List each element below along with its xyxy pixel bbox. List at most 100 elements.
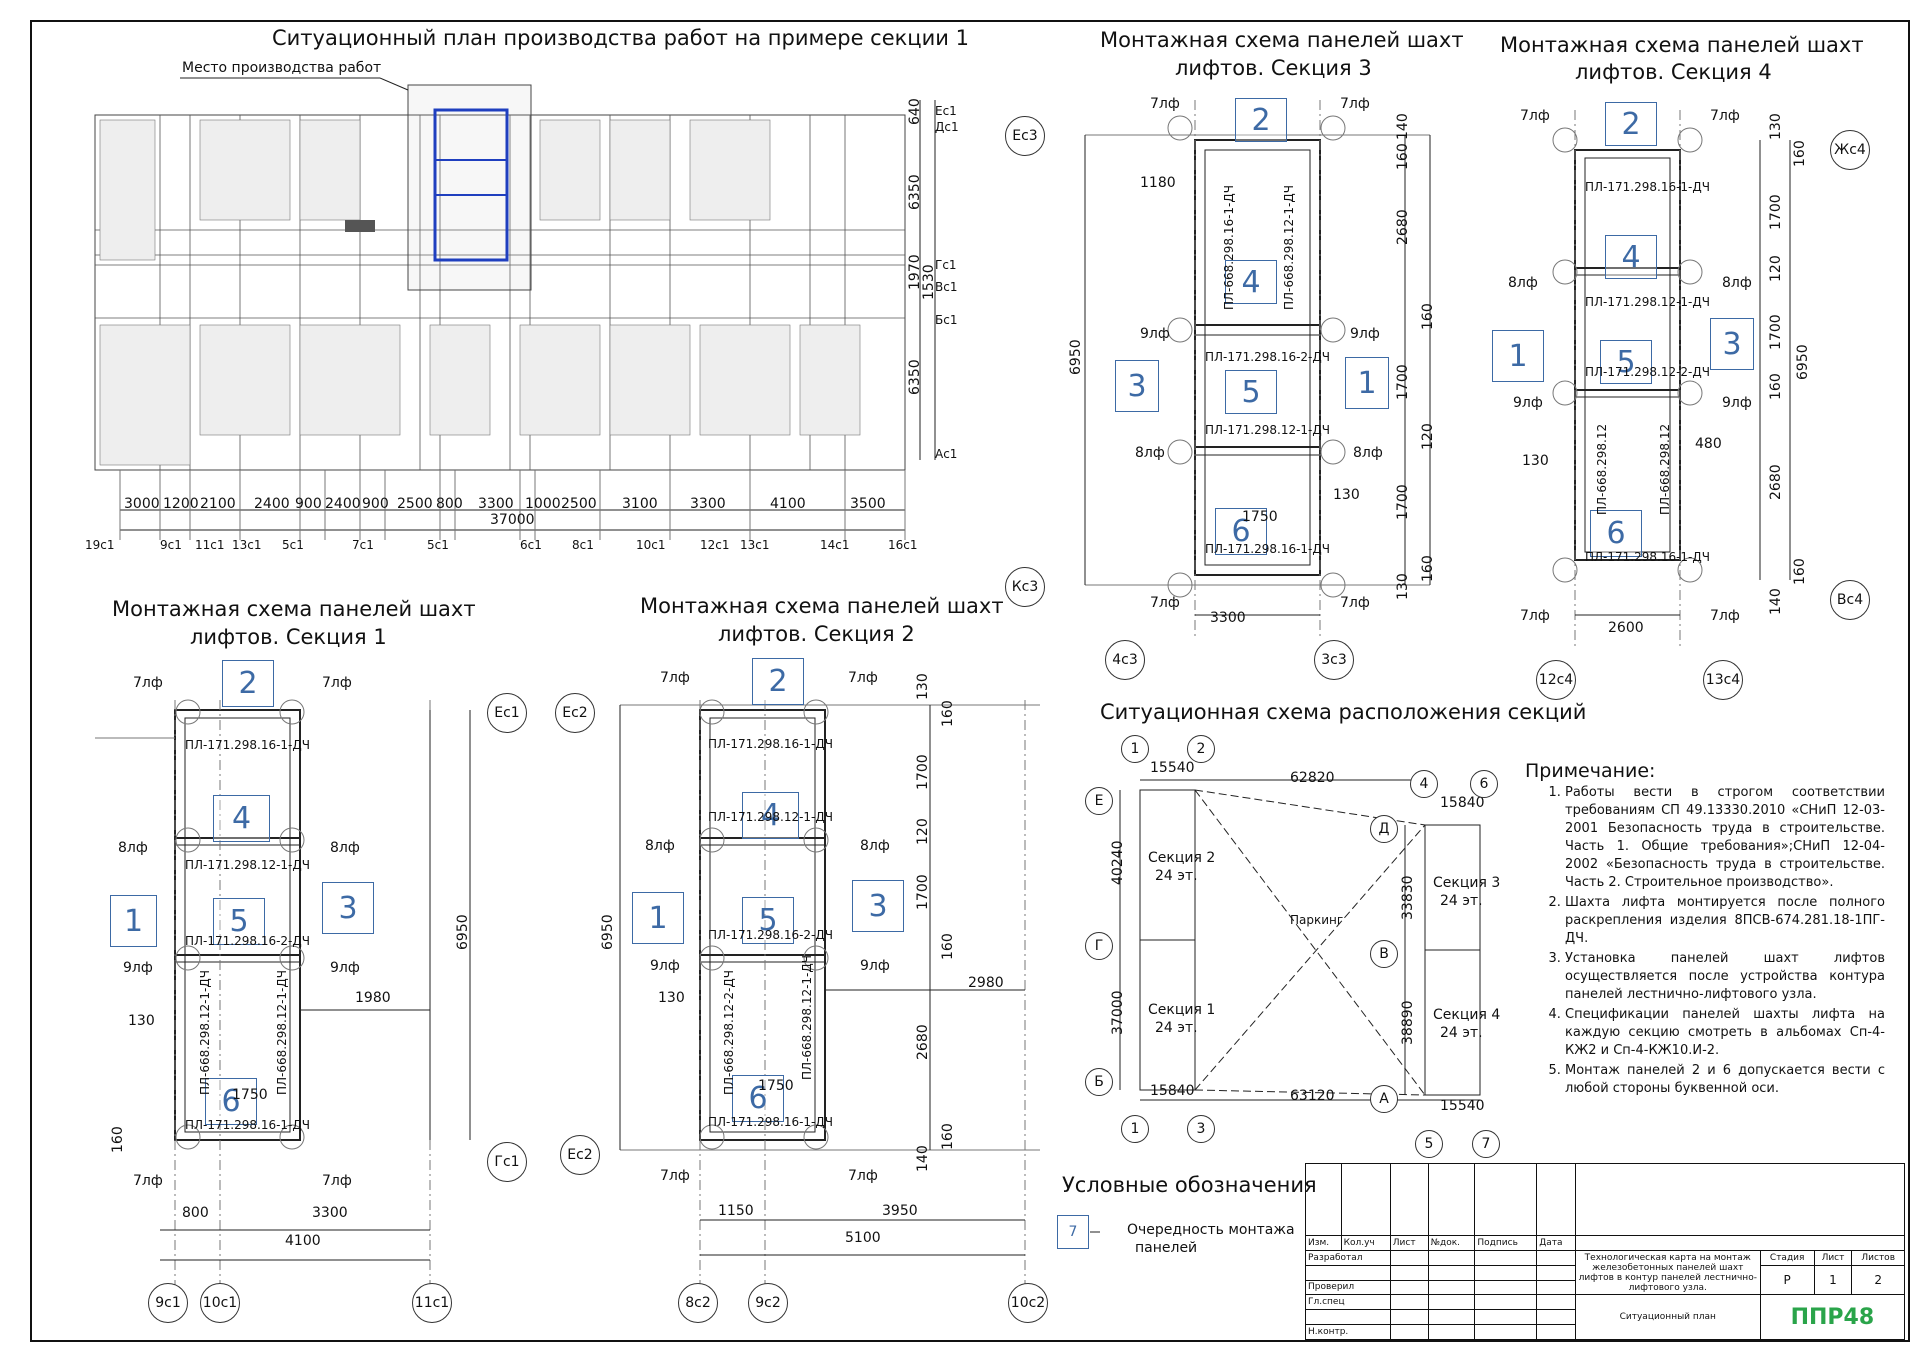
axis-marker-13s4: 13с4 (1703, 660, 1743, 700)
panel-label: ПЛ-171.298.12-1-ДЧ (1585, 295, 1710, 309)
layout-axis: Б (1085, 1068, 1113, 1096)
layout-axis: В (1370, 940, 1398, 968)
axis-marker-9s1: 9с1 (148, 1283, 188, 1323)
panel-label: ПЛ-171.298.16-1-ДЧ (185, 1118, 310, 1132)
dim: 15840 (1440, 795, 1485, 811)
lf-label: 7лф (1150, 96, 1180, 112)
lf-label: 9лф (1350, 326, 1380, 342)
lf-label: 8лф (645, 838, 675, 854)
plan-dim: 2400 (254, 496, 290, 512)
layout-axis: А (1370, 1085, 1398, 1113)
layout-axis: 5 (1415, 1130, 1443, 1158)
dim: 160 (940, 700, 956, 727)
plan-dim: 3300 (478, 496, 514, 512)
plan-dim: 800 (436, 496, 463, 512)
axis-marker-es2: Ес2 (560, 1135, 600, 1175)
plan-axis: 14с1 (820, 538, 850, 552)
panel-label-vertical: ПЛ-668.298.12-1-ДЧ (1282, 185, 1296, 310)
plan-axis: 6с1 (520, 538, 542, 552)
lf-label: 7лф (322, 1173, 352, 1189)
dim: 160 (1395, 143, 1411, 170)
stamp-doc-title: Технологическая карта на монтаж железобе… (1574, 1249, 1761, 1296)
dim: 160 (1420, 303, 1436, 330)
section1-shaft (95, 699, 471, 1290)
panel-label: ПЛ-171.298.16-1-ДЧ (185, 738, 310, 752)
plan-dim: 900 (295, 496, 322, 512)
section2-title-line2: лифтов. Секция 2 (718, 622, 915, 646)
dim: 1750 (232, 1087, 268, 1103)
stamp-col: Кол.уч (1340, 1235, 1391, 1251)
note-item: Монтаж панелей 2 и 6 допускается вести с… (1565, 1062, 1885, 1098)
plan-axis: 13с1 (232, 538, 262, 552)
lf-label: 7лф (1710, 108, 1740, 124)
panel-label-vertical: ПЛ-668.298.16-1-ДЧ (1222, 185, 1236, 310)
section1-floors: 24 эт. (1155, 1020, 1198, 1036)
plan-total-dim: 37000 (490, 512, 535, 528)
plan-axis: 12с1 (700, 538, 730, 552)
lf-label: 7лф (322, 675, 352, 691)
panel-label-vertical: ПЛ-668.298.12 (1595, 423, 1609, 515)
plan-axis-letter: Вс1 (935, 280, 958, 294)
layout-axis: 3 (1187, 1115, 1215, 1143)
dim: 120 (915, 818, 931, 845)
plan-axis-letter: Гс1 (935, 258, 957, 272)
panel-label: ПЛ-171.298.16-1-ДЧ (1585, 180, 1710, 194)
dim: 130 (1395, 573, 1411, 600)
order-box-4: 4 (1225, 260, 1277, 304)
layout-axis: Е (1085, 787, 1113, 815)
lf-label: 9лф (650, 958, 680, 974)
dim: 130 (1333, 487, 1360, 503)
lf-label: 7лф (1150, 595, 1180, 611)
section2-shaft (619, 699, 1040, 1290)
stamp-stage-header: Стадия (1759, 1249, 1815, 1266)
dim: 15540 (1150, 760, 1195, 776)
lf-label: 8лф (1508, 275, 1538, 291)
plan-right-dim: 640 (907, 98, 923, 125)
dim: 37000 (1110, 990, 1126, 1035)
order-box-3: 3 (1115, 360, 1159, 412)
lf-label: 9лф (1513, 395, 1543, 411)
order-box-1: 1 (632, 892, 684, 944)
work-place-label: Место производства работ (182, 60, 382, 76)
plan-outline (94, 114, 906, 471)
section3-floors: 24 эт. (1440, 893, 1483, 909)
lf-label: 7лф (1340, 595, 1370, 611)
layout-axis: 6 (1470, 770, 1498, 798)
note-item: Установка панелей шахт лифтов осуществля… (1565, 950, 1885, 1004)
dim: 1750 (1242, 509, 1278, 525)
order-box-4: 4 (742, 792, 799, 839)
panel-label-vertical: ПЛ-668.298.12-2-ДЧ (722, 970, 736, 1095)
lf-label: 7лф (660, 670, 690, 686)
legend-text-line1: Очередность монтажа (1127, 1222, 1295, 1238)
axis-marker-9s2: 9с2 (748, 1283, 788, 1323)
dim: 40240 (1110, 840, 1126, 885)
sections-layout-title: Ситуационная схема расположения секций (1100, 700, 1587, 724)
dim: 4100 (285, 1233, 321, 1249)
lf-label: 8лф (118, 840, 148, 856)
plan-axis: 16с1 (888, 538, 918, 552)
layout-axis: Д (1370, 815, 1398, 843)
section3-label: Секция 3 (1433, 875, 1501, 891)
panel-label: ПЛ-171.298.16-1-ДЧ (1585, 550, 1710, 564)
layout-axis: 2 (1187, 735, 1215, 763)
dim: 160 (940, 933, 956, 960)
lf-label: 7лф (1520, 608, 1550, 624)
plan-axis: 10с1 (636, 538, 666, 552)
dim: 120 (1768, 255, 1784, 282)
axis-marker-10s2: 10с2 (1008, 1283, 1048, 1323)
layout-axis: 1 (1121, 735, 1149, 763)
dim: 160 (940, 1123, 956, 1150)
elevator-shaft-highlight (433, 108, 509, 262)
dim: 130 (1768, 113, 1784, 140)
axis-marker-es3: Ес3 (1005, 116, 1045, 156)
stamp-lists: 2 (1851, 1264, 1905, 1296)
panel-label: ПЛ-171.298.12-1-ДЧ (708, 810, 833, 824)
order-box-6: 6 (1590, 510, 1642, 557)
dim: 140 (1768, 588, 1784, 615)
axis-marker-8s2: 8с2 (678, 1283, 718, 1323)
dim: 2680 (1768, 464, 1784, 500)
axis-marker-3s3: 3с3 (1314, 640, 1354, 680)
axis-marker-es2-top: Ес2 (555, 693, 595, 733)
section3-title-line1: Монтажная схема панелей шахт (1100, 28, 1464, 52)
lf-label: 7лф (660, 1168, 690, 1184)
